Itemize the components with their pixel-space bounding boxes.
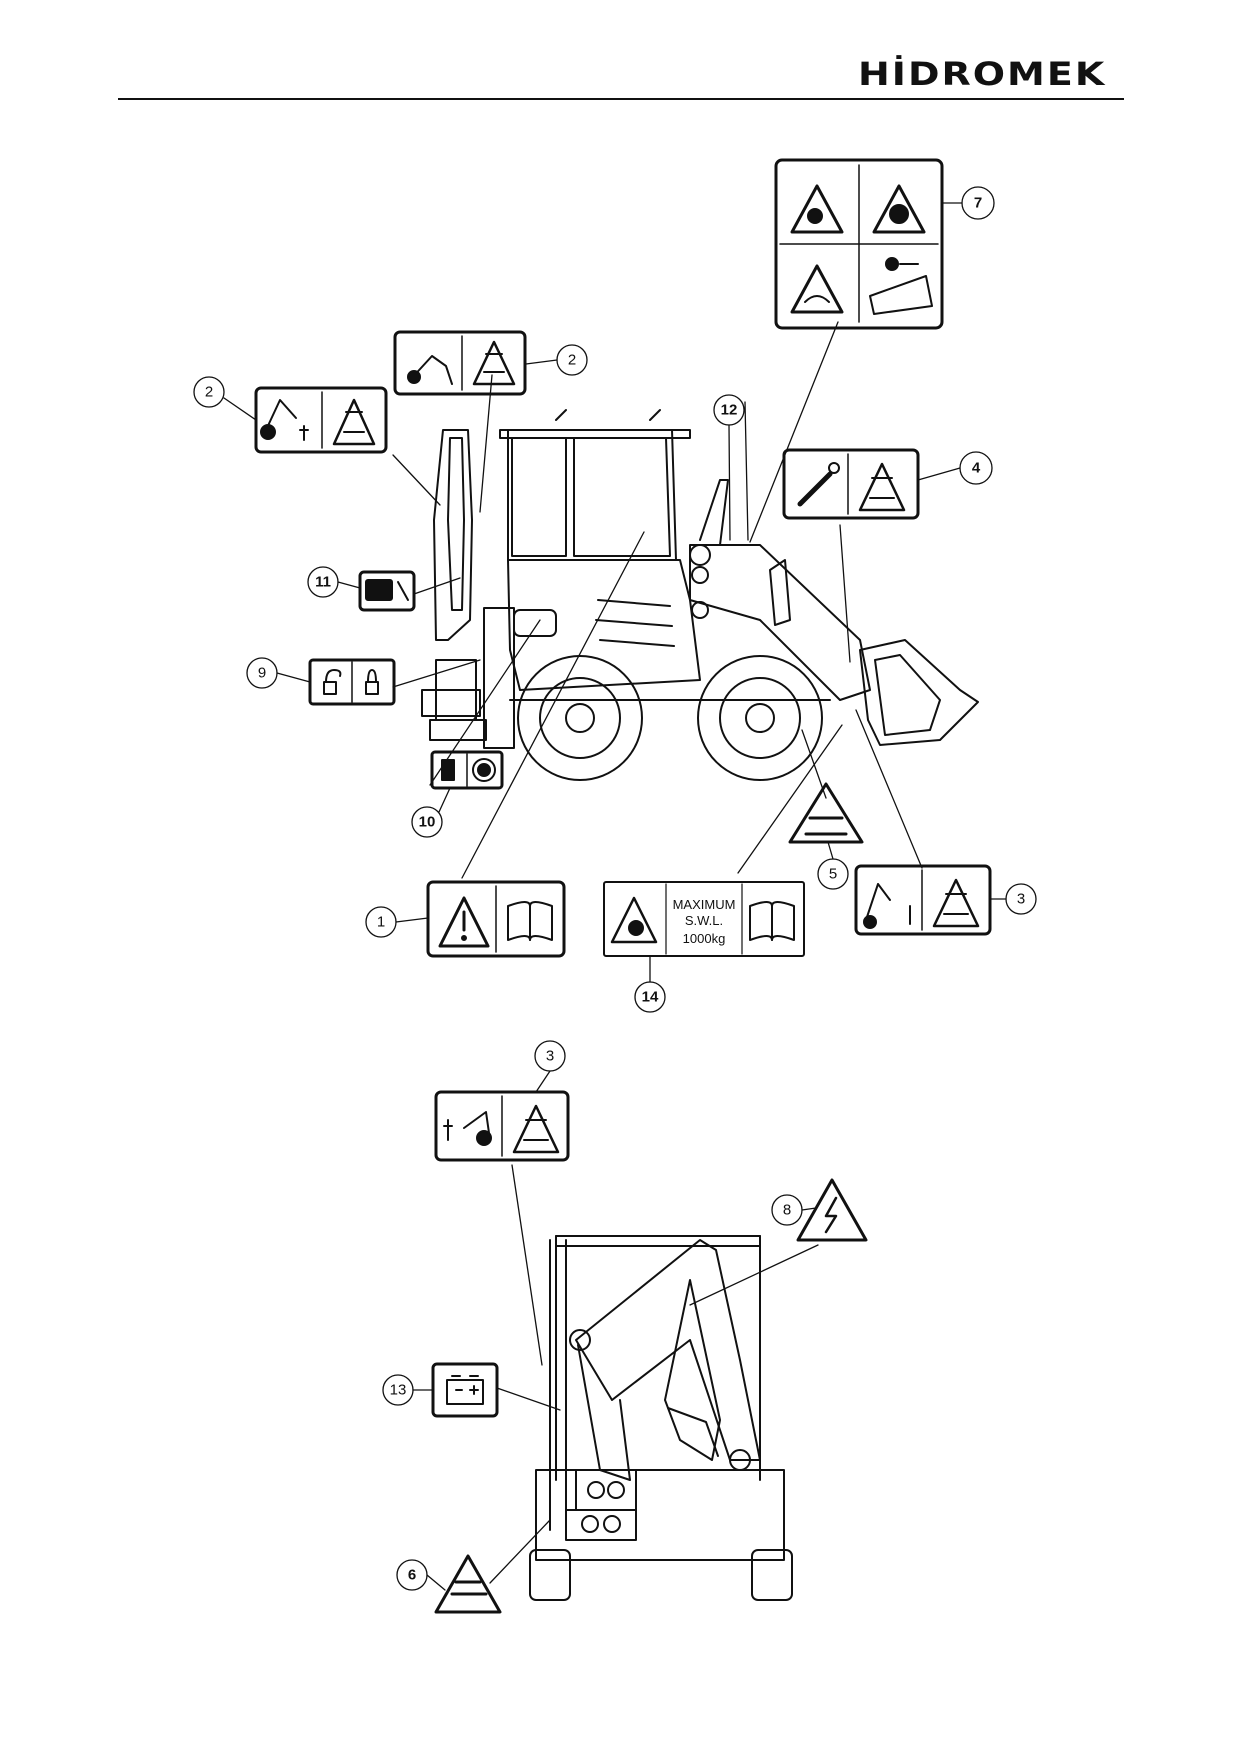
callout-11: 11 <box>315 574 331 591</box>
callout-10: 10 <box>419 814 436 831</box>
decal-2-top <box>393 330 527 396</box>
backhoe-loader-rear-view <box>529 1235 793 1601</box>
swl-maximum: MAXIMUM <box>672 897 736 912</box>
callout-connectors <box>223 202 1007 1591</box>
decal-3-side <box>854 864 992 936</box>
leader-lines <box>392 321 923 1584</box>
decal-2-left <box>254 386 388 454</box>
callout-9: 9 <box>258 665 266 682</box>
callout-3b: 3 <box>546 1048 554 1065</box>
swl-label: S.W.L. <box>684 913 724 928</box>
callout-12: 12 <box>721 402 738 419</box>
decal-14 <box>603 881 805 957</box>
swl-capacity: 1000kg <box>682 931 726 946</box>
decal-7 <box>774 158 944 330</box>
callout-4: 4 <box>972 460 981 477</box>
header-divider <box>118 98 1124 100</box>
decal-6 <box>434 1554 502 1614</box>
callout-13: 13 <box>390 1382 407 1399</box>
decal-11 <box>358 570 416 612</box>
callout-2b: 2 <box>205 384 213 401</box>
callout-3a: 3 <box>1017 891 1025 908</box>
decal-3-rear <box>434 1090 570 1162</box>
callout-numbers: 7 2 2 12 4 11 9 10 1 5 3 14 3 8 13 6 <box>205 195 1025 1584</box>
callout-circles <box>193 186 1037 1591</box>
decal-13 <box>431 1362 499 1418</box>
backhoe-loader-side-view <box>421 409 979 781</box>
callout-8: 8 <box>783 1202 791 1219</box>
callout-6: 6 <box>408 1567 416 1584</box>
hidromek-logo: HİDROMEK <box>858 55 1107 93</box>
callout-1: 1 <box>377 914 385 931</box>
decal-1 <box>426 880 566 958</box>
decal-10 <box>430 750 504 790</box>
decal-4 <box>782 448 920 520</box>
callout-2a: 2 <box>568 352 576 369</box>
decal-5 <box>788 782 864 844</box>
callout-14: 14 <box>642 989 659 1006</box>
callout-5: 5 <box>829 866 837 883</box>
decal-8 <box>796 1178 868 1242</box>
callout-7: 7 <box>974 195 982 212</box>
decal-9 <box>308 658 396 706</box>
